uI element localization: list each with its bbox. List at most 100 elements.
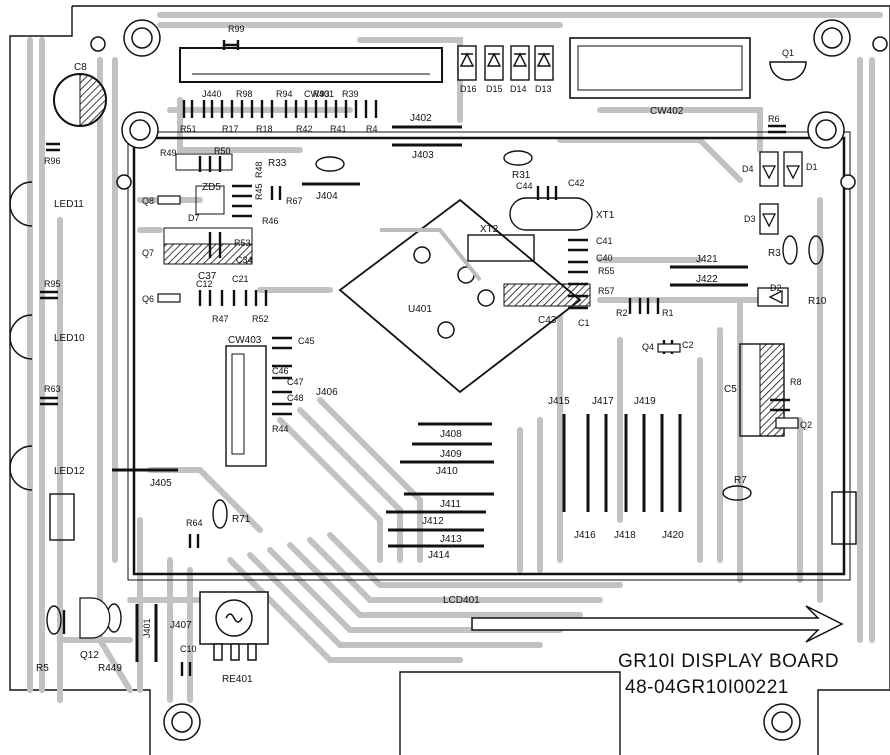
ref-r55: R55 — [598, 266, 615, 276]
ref-r71: R71 — [232, 514, 251, 525]
ref-led12: LED12 — [54, 466, 85, 477]
reference-designators: R99 C8 R96 LED11 R95 LED10 R63 LED12 J44… — [36, 24, 827, 685]
ref-r57: R57 — [598, 286, 615, 296]
ref-j416: J416 — [574, 530, 596, 541]
c5-capacitor — [739, 343, 785, 437]
ref-r48: R48 — [254, 161, 264, 178]
ref-led11: LED11 — [54, 199, 84, 210]
c8-capacitor — [53, 73, 107, 127]
ref-r46: R46 — [262, 216, 279, 226]
cw403-connector — [225, 345, 267, 467]
ref-j418: J418 — [614, 530, 636, 541]
ref-d3: D3 — [744, 214, 756, 224]
ref-d13: D13 — [535, 84, 552, 94]
ref-r17: R17 — [222, 124, 239, 134]
ref-c46: C46 — [272, 366, 289, 376]
ref-j440: J440 — [202, 89, 222, 99]
ref-d2: D2 — [770, 283, 782, 293]
cw402-connector — [569, 37, 751, 99]
ref-c10: C10 — [180, 644, 197, 654]
ref-j409: J409 — [440, 449, 462, 460]
copper-traces — [27, 12, 883, 703]
ref-j404: J404 — [316, 191, 338, 202]
ref-q6: Q6 — [142, 294, 154, 304]
ref-c1: C1 — [578, 318, 590, 328]
jumper-wires — [112, 125, 748, 662]
ref-d4: D4 — [742, 164, 754, 174]
ref-r39: R39 — [342, 89, 359, 99]
ref-r64: R64 — [186, 518, 203, 528]
ref-r47: R47 — [212, 314, 229, 324]
ref-r95: R95 — [44, 279, 61, 289]
ref-r67: R67 — [286, 196, 303, 206]
ref-c2: C2 — [682, 340, 694, 350]
ref-r5: R5 — [36, 663, 49, 674]
ref-j403: J403 — [412, 150, 434, 161]
lcd-window — [132, 136, 846, 576]
ref-r10: R10 — [808, 296, 827, 307]
led-outlines — [9, 181, 857, 545]
ref-q2: Q2 — [800, 420, 812, 430]
ref-r51: R51 — [180, 124, 197, 134]
ref-j402: J402 — [410, 113, 432, 124]
ref-j412: J412 — [422, 516, 444, 527]
ref-r7: R7 — [734, 475, 747, 486]
ref-r50: R50 — [214, 146, 231, 156]
diodes-d1-d4 — [757, 151, 803, 307]
ref-r44: R44 — [272, 424, 289, 434]
smd-components — [40, 40, 790, 676]
ref-xt2: XT2 — [480, 224, 499, 235]
board-title: GR10I DISPLAY BOARD — [618, 651, 839, 672]
led-diodes-d13-d16 — [457, 45, 554, 81]
ref-r98: R98 — [236, 89, 253, 99]
ref-cw402: CW402 — [650, 106, 684, 117]
ref-j406: J406 — [316, 387, 338, 398]
ref-c5: C5 — [724, 384, 737, 395]
ref-r93: R93 — [313, 89, 330, 99]
ref-r52: R52 — [252, 314, 269, 324]
ref-q8: Q8 — [142, 196, 154, 206]
q1-transistor — [769, 61, 807, 81]
ref-q4: Q4 — [642, 342, 654, 352]
ref-j414: J414 — [428, 550, 450, 561]
ref-c48: C48 — [287, 393, 304, 403]
ref-r6: R6 — [768, 114, 780, 124]
ref-d1: D1 — [806, 162, 818, 172]
ref-c34: C34 — [236, 255, 253, 265]
ref-j413: J413 — [440, 534, 462, 545]
direction-arrow — [471, 605, 844, 643]
ref-c40: C40 — [596, 253, 613, 263]
ref-c21: C21 — [232, 274, 249, 284]
ref-r2: R2 — [616, 308, 628, 318]
ref-c41: C41 — [596, 236, 613, 246]
ic-label: U401 — [408, 304, 432, 315]
ref-r33: R33 — [268, 158, 287, 169]
ref-j408: J408 — [440, 429, 462, 440]
board-outline — [9, 5, 890, 755]
ref-r49: R49 — [160, 148, 177, 158]
ref-j421: J421 — [696, 254, 718, 265]
ref-r63: R63 — [44, 384, 61, 394]
ref-j411: J411 — [440, 499, 461, 510]
ref-q7: Q7 — [142, 248, 154, 258]
ref-c44: C44 — [516, 181, 533, 191]
ref-r3: R3 — [768, 248, 781, 259]
ref-r96: R96 — [44, 156, 61, 166]
ref-r99: R99 — [228, 24, 245, 34]
ref-d14: D14 — [510, 84, 527, 94]
small-transistors — [79, 195, 799, 639]
ref-j422: J422 — [696, 274, 718, 285]
u401-ic — [338, 198, 582, 394]
ref-r42: R42 — [296, 124, 313, 134]
ref-j419: J419 — [634, 396, 656, 407]
ref-c47: C47 — [287, 377, 304, 387]
ref-j401: J401 — [142, 618, 152, 638]
ref-cw401: CW401 — [304, 89, 334, 99]
ref-j420: J420 — [662, 530, 684, 541]
ref-zd5: ZD5 — [202, 182, 221, 193]
ref-r1: R1 — [662, 308, 674, 318]
ref-d15: D15 — [486, 84, 503, 94]
ref-r45-r48: R45 — [254, 183, 264, 200]
ref-j417: J417 — [592, 396, 614, 407]
